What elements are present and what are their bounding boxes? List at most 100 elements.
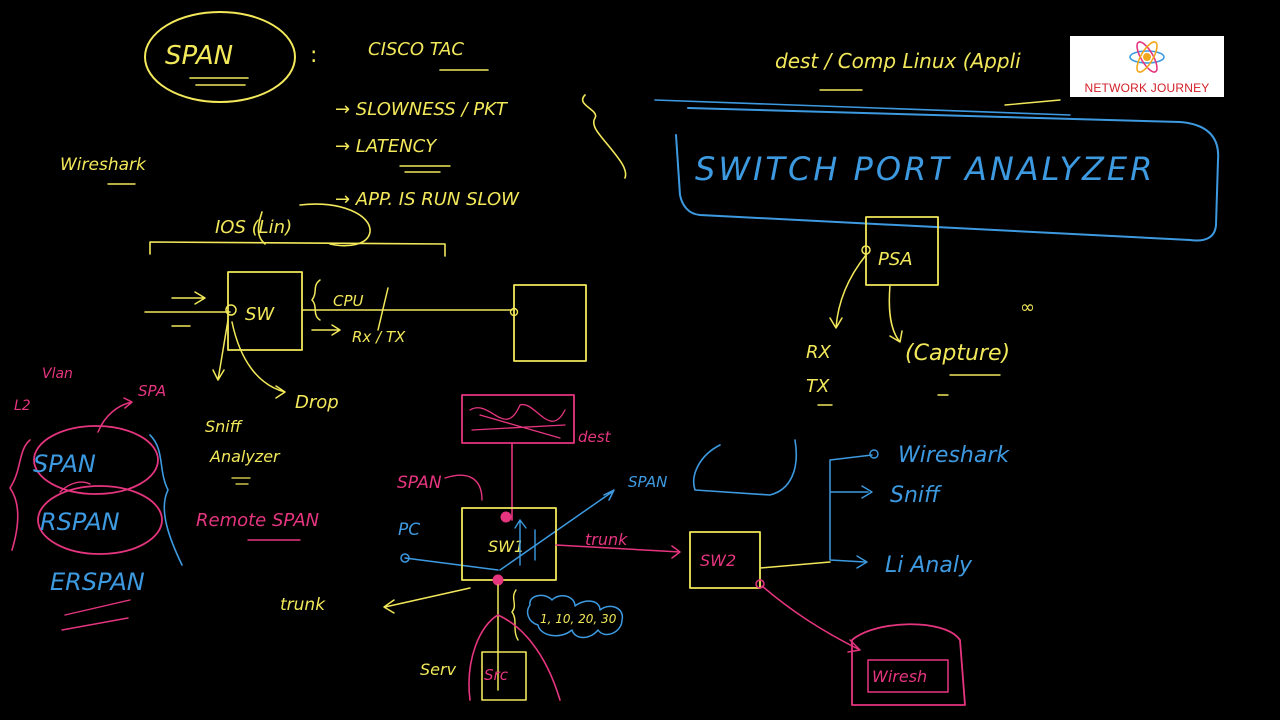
- sw1-label: SW1: [488, 537, 524, 556]
- psa-rx-label: RX: [806, 342, 832, 363]
- wiresh-inner: [867, 659, 949, 693]
- erspan-item: ERSPAN: [50, 568, 145, 596]
- dest-box: [461, 394, 575, 444]
- span-blue-label: SPAN: [628, 473, 667, 491]
- pc-dot: [400, 553, 410, 563]
- dest-scribble: [469, 404, 566, 439]
- sniff-arrow: [212, 319, 229, 381]
- drop-label: Drop: [295, 392, 339, 413]
- span-underline: [189, 77, 249, 86]
- remote-span-label: Remote SPAN: [196, 510, 319, 531]
- left-brace: [9, 439, 31, 551]
- logo-text: NETWORK JOURNEY: [1084, 81, 1210, 95]
- network-journey-logo: NETWORK JOURNEY: [1070, 36, 1224, 97]
- sw2-box: [689, 531, 761, 589]
- brace-curly: [581, 94, 627, 179]
- l2-label: L2: [14, 398, 31, 414]
- vlan-label: Vlan: [42, 366, 73, 382]
- rspan-item: RSPAN: [40, 508, 120, 536]
- pc-label: PC: [398, 520, 420, 540]
- sw1-src-port: [492, 574, 504, 586]
- psa-label: PSA: [878, 249, 913, 270]
- span-bracket: [693, 439, 797, 496]
- cpu-label: CPU: [333, 292, 364, 310]
- dest-label: dest: [578, 428, 612, 446]
- span-item: SPAN: [33, 450, 96, 478]
- span-pink-label: SPAN: [397, 473, 442, 493]
- pc-line: [404, 557, 499, 571]
- trunk-pink-label: trunk: [585, 530, 628, 549]
- psa-capture-arrow: [888, 284, 903, 343]
- slowness-label: → SLOWNESS / PKT: [335, 99, 509, 120]
- dest-underline: [819, 89, 1061, 106]
- in-arrow-top: [171, 291, 206, 305]
- wireshark-note: Wireshark: [60, 155, 147, 175]
- spa-top-line: [654, 99, 1071, 116]
- span-circle: [144, 11, 296, 103]
- wireshark-tool: Wireshark: [898, 443, 1010, 468]
- sw1-dest-port: [500, 511, 512, 523]
- rspan-oval: [37, 485, 163, 555]
- psa-port-dot: [861, 245, 871, 255]
- spa-label: SPA: [138, 382, 166, 400]
- serv-arc: [468, 614, 561, 701]
- rspan-link: [59, 481, 91, 493]
- serv-label: Serv: [420, 660, 457, 679]
- tool-tree: [829, 454, 873, 563]
- ios-label: IOS (Lin): [215, 217, 292, 238]
- cisco-tac-label: CISCO TAC: [368, 39, 464, 60]
- psa-rx-arrow: [829, 254, 867, 329]
- analyzer-tool: Li Analy: [885, 553, 973, 578]
- span-label: SPAN: [165, 41, 233, 71]
- span-oval: [33, 425, 159, 495]
- sniff-tool: Sniff: [890, 483, 942, 508]
- infinity-mark: ∞: [1020, 297, 1035, 318]
- host-port-dot: [509, 307, 519, 317]
- capture-underline: [937, 374, 1001, 396]
- capture-label: (Capture): [905, 341, 1010, 366]
- span-pink-arrow: [444, 474, 483, 501]
- wiresh-label: Wiresh: [872, 667, 927, 686]
- sw1-src-brace: [511, 589, 519, 641]
- analy-node: [856, 555, 868, 569]
- wiresh-box: [851, 623, 966, 706]
- trunk-yellow-line: [383, 587, 471, 614]
- trunk-pink-line: [555, 544, 681, 559]
- latency-underline: [399, 165, 451, 173]
- colon-mark: :: [310, 43, 317, 68]
- app-slow-label: → APP. IS RUN SLOW: [335, 189, 520, 210]
- sniff-label: Sniff: [205, 417, 244, 436]
- vlan-list: 1, 10, 20, 30: [540, 612, 617, 626]
- right-brace: [149, 434, 183, 566]
- ios-baseline: [149, 241, 446, 257]
- spa-title: SWITCH PORT ANALYZER: [695, 150, 1155, 188]
- psa-box: [865, 216, 939, 286]
- vlan-bubbles: [526, 594, 624, 639]
- sniff-node: [861, 485, 873, 499]
- sw-box: [227, 271, 303, 351]
- erspan-underline: [61, 599, 131, 631]
- drop-arrow: [231, 321, 286, 399]
- sw1-box: [461, 507, 557, 581]
- spa-arrow: [97, 397, 133, 433]
- sw1-inner-arrows: [514, 519, 536, 566]
- sw-brace: [311, 279, 321, 321]
- spa-frame: [675, 107, 1220, 242]
- sw2-label: SW2: [700, 551, 736, 570]
- cpu-slash: [377, 287, 389, 331]
- host-box: [513, 284, 587, 362]
- latency-label: → LATENCY: [335, 136, 438, 157]
- sw-label: SW: [245, 304, 275, 325]
- wireshark-node: [869, 449, 879, 459]
- sw2-uplink: [759, 561, 831, 569]
- rx-arrow: [311, 324, 341, 336]
- src-box: [481, 651, 527, 701]
- rx-tx-label: Rx / TX: [352, 328, 406, 346]
- sw-port-dot: [225, 304, 237, 316]
- trunk-yellow-label: trunk: [280, 595, 326, 615]
- psa-tx-label: TX: [806, 376, 830, 397]
- analyzer-underline: [231, 477, 251, 485]
- src-label: Src: [484, 666, 509, 684]
- sw2-to-wiresh: [761, 585, 861, 653]
